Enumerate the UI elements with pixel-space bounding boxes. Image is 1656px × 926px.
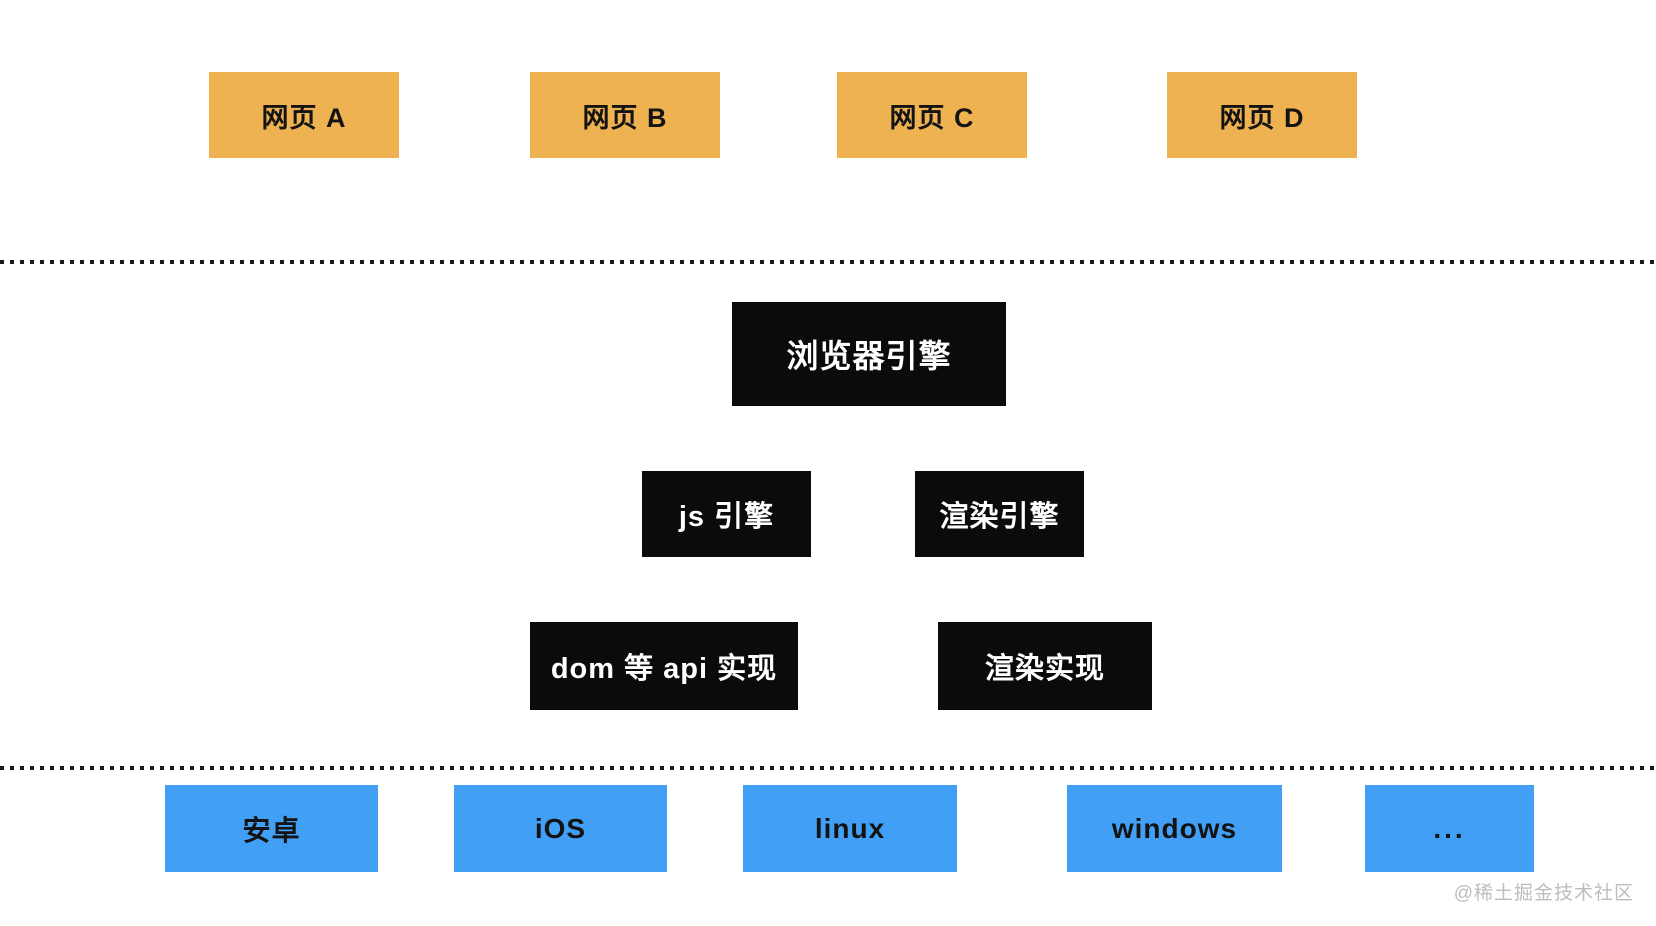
separator-dotted-top xyxy=(0,260,1656,264)
render-impl-box: 渲染实现 xyxy=(938,622,1152,710)
os-more-box: ... xyxy=(1365,785,1534,872)
webpage-a-box: 网页 A xyxy=(209,72,399,158)
webpage-b-box: 网页 B xyxy=(530,72,720,158)
webpage-d-box: 网页 D xyxy=(1167,72,1357,158)
os-linux-box: linux xyxy=(743,785,957,872)
separator-dotted-bottom xyxy=(0,766,1656,770)
os-android-box: 安卓 xyxy=(165,785,378,872)
watermark-text: @稀土掘金技术社区 xyxy=(1453,883,1634,904)
js-engine-box: js 引擎 xyxy=(642,471,811,557)
browser-engine-box: 浏览器引擎 xyxy=(732,302,1006,406)
render-engine-box: 渲染引擎 xyxy=(915,471,1084,557)
os-windows-box: windows xyxy=(1067,785,1282,872)
dom-api-impl-box: dom 等 api 实现 xyxy=(530,622,798,710)
webpage-c-box: 网页 C xyxy=(837,72,1027,158)
os-ios-box: iOS xyxy=(454,785,667,872)
